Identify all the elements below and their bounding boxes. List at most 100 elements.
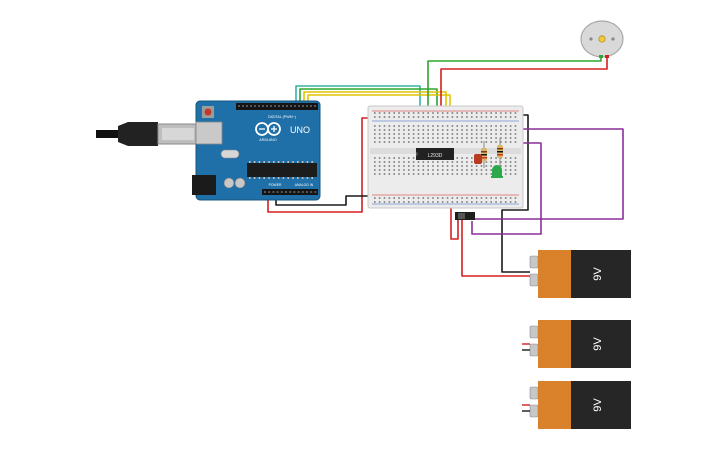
header-pin[interactable] [264, 191, 266, 193]
breadboard-hole[interactable] [403, 161, 405, 163]
breadboard-hole[interactable] [504, 129, 507, 131]
breadboard-hole[interactable] [495, 161, 497, 163]
breadboard-hole[interactable] [417, 133, 420, 135]
breadboard-hole[interactable] [388, 112, 391, 114]
breadboard-hole[interactable] [412, 133, 415, 135]
breadboard-hole[interactable] [403, 165, 405, 167]
breadboard-hole[interactable] [471, 201, 473, 203]
breadboard-hole[interactable] [398, 173, 400, 175]
breadboard-hole[interactable] [475, 125, 478, 127]
breadboard-hole[interactable] [509, 157, 512, 159]
breadboard-hole[interactable] [485, 116, 488, 118]
breadboard-hole[interactable] [388, 129, 391, 131]
breadboard-hole[interactable] [471, 112, 473, 114]
breadboard-hole[interactable] [471, 133, 473, 135]
breadboard-hole[interactable] [437, 165, 439, 167]
breadboard-hole[interactable] [407, 125, 410, 127]
breadboard-hole[interactable] [432, 165, 434, 167]
breadboard-hole[interactable] [475, 173, 478, 175]
breadboard-hole[interactable] [446, 161, 449, 163]
breadboard-hole[interactable] [475, 116, 478, 118]
breadboard-hole[interactable] [490, 157, 492, 159]
breadboard-hole[interactable] [412, 116, 415, 118]
breadboard-hole[interactable] [422, 125, 425, 127]
breadboard-hole[interactable] [422, 112, 425, 114]
breadboard-hole[interactable] [422, 165, 425, 167]
breadboard-hole[interactable] [374, 129, 376, 131]
header-pin[interactable] [298, 105, 300, 107]
breadboard-hole[interactable] [388, 125, 391, 127]
breadboard-hole[interactable] [456, 165, 459, 167]
breadboard-hole[interactable] [383, 197, 386, 199]
breadboard-hole[interactable] [514, 197, 517, 199]
breadboard-hole[interactable] [456, 197, 459, 199]
breadboard-hole[interactable] [407, 161, 410, 163]
breadboard-hole[interactable] [422, 173, 425, 175]
breadboard-hole[interactable] [475, 112, 478, 114]
l293d-driver-ic[interactable]: L293D [416, 148, 454, 160]
header-pin[interactable] [289, 191, 292, 193]
breadboard-hole[interactable] [417, 141, 420, 143]
breadboard-hole[interactable] [514, 112, 517, 114]
breadboard-hole[interactable] [388, 197, 391, 199]
breadboard-hole[interactable] [441, 112, 444, 114]
breadboard-hole[interactable] [475, 197, 478, 199]
breadboard-hole[interactable] [490, 129, 492, 131]
breadboard-hole[interactable] [412, 201, 415, 203]
breadboard-hole[interactable] [393, 197, 395, 199]
breadboard-hole[interactable] [509, 125, 512, 127]
breadboard-hole[interactable] [427, 141, 429, 143]
breadboard-hole[interactable] [403, 201, 405, 203]
breadboard-hole[interactable] [441, 141, 444, 143]
breadboard-hole[interactable] [456, 112, 459, 114]
breadboard-hole[interactable] [374, 157, 376, 159]
breadboard-hole[interactable] [461, 137, 463, 139]
breadboard-hole[interactable] [393, 157, 395, 159]
breadboard-hole[interactable] [495, 116, 497, 118]
breadboard-hole[interactable] [432, 137, 434, 139]
resistor-1[interactable] [481, 141, 487, 168]
breadboard-hole[interactable] [417, 201, 420, 203]
breadboard-hole[interactable] [374, 169, 376, 171]
breadboard-hole[interactable] [403, 137, 405, 139]
breadboard-hole[interactable] [485, 173, 488, 175]
breadboard-hole[interactable] [495, 157, 497, 159]
breadboard-hole[interactable] [490, 201, 492, 203]
breadboard-hole[interactable] [388, 141, 391, 143]
battery-terminal[interactable] [529, 273, 539, 287]
header-pin[interactable] [282, 105, 284, 107]
breadboard-hole[interactable] [441, 161, 444, 163]
breadboard-hole[interactable] [378, 161, 381, 163]
breadboard-hole[interactable] [480, 116, 483, 118]
breadboard-hole[interactable] [437, 137, 439, 139]
breadboard-hole[interactable] [500, 141, 502, 143]
breadboard-hole[interactable] [495, 125, 497, 127]
breadboard-hole[interactable] [466, 157, 468, 159]
breadboard-hole[interactable] [471, 141, 473, 143]
breadboard-hole[interactable] [441, 197, 444, 199]
breadboard-hole[interactable] [432, 173, 434, 175]
header-pin[interactable] [250, 105, 252, 107]
breadboard-hole[interactable] [446, 133, 449, 135]
breadboard-hole[interactable] [437, 112, 439, 114]
breadboard-hole[interactable] [398, 201, 400, 203]
breadboard-hole[interactable] [451, 137, 454, 139]
breadboard-hole[interactable] [412, 169, 415, 171]
breadboard-hole[interactable] [451, 116, 454, 118]
wire-red-battery[interactable] [461, 220, 530, 277]
breadboard-hole[interactable] [378, 169, 381, 171]
breadboard-hole[interactable] [388, 137, 391, 139]
breadboard-hole[interactable] [446, 125, 449, 127]
header-pin[interactable] [310, 191, 313, 193]
breadboard-hole[interactable] [383, 129, 386, 131]
breadboard-hole[interactable] [422, 141, 425, 143]
breadboard-hole[interactable] [412, 157, 415, 159]
breadboard-hole[interactable] [412, 112, 415, 114]
breadboard-hole[interactable] [403, 141, 405, 143]
breadboard-hole[interactable] [407, 201, 410, 203]
breadboard-hole[interactable] [504, 116, 507, 118]
breadboard-hole[interactable] [422, 161, 425, 163]
breadboard-hole[interactable] [504, 173, 507, 175]
breadboard-hole[interactable] [427, 112, 429, 114]
breadboard-hole[interactable] [471, 125, 473, 127]
